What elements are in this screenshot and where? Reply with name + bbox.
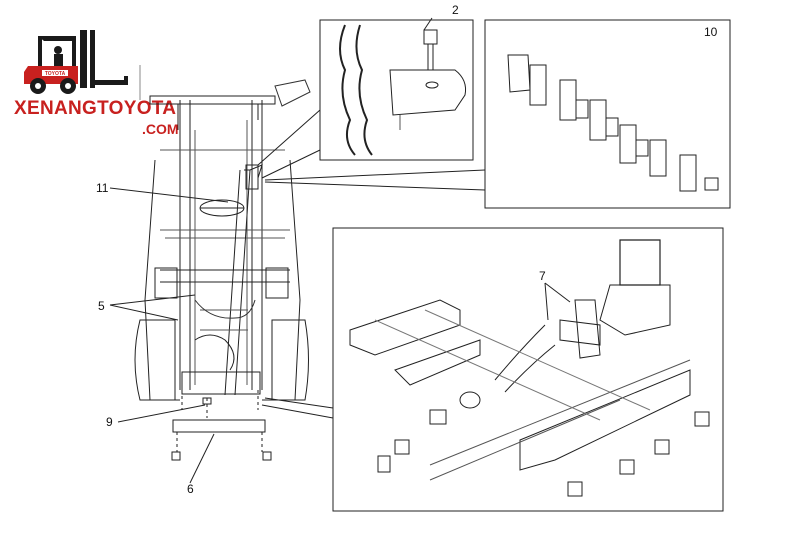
brand-domain: .COM (142, 121, 179, 137)
badge-text: TOYOTA (45, 71, 66, 77)
forklift-icon: TOYOTA (24, 30, 128, 94)
detail-box-7 (261, 227, 724, 512)
callout-6: 6 (187, 482, 194, 496)
callout-7: 7 (539, 269, 546, 283)
callout-10: 10 (704, 25, 718, 39)
forklift-front-view (134, 65, 321, 461)
callout-9: 9 (106, 415, 113, 429)
detail-box-10 (264, 19, 731, 209)
callout-2: 2 (452, 3, 459, 17)
detail-box-2 (257, 19, 474, 179)
callout-11: 11 (96, 181, 109, 195)
brand-logo: TOYOTA XENANGTOYOTA .COM (14, 24, 194, 142)
leader-lines (109, 17, 571, 484)
callout-5: 5 (98, 299, 105, 313)
brand-name: XENANGTOYOTA (14, 98, 177, 119)
